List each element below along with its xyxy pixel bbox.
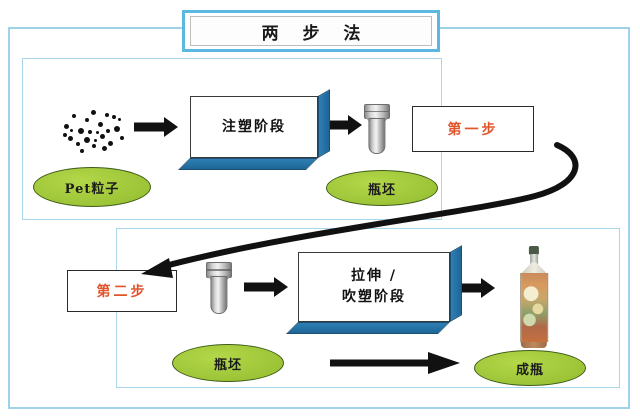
step-one-label: 第一步 — [447, 122, 499, 138]
step-two-label: 第二步 — [96, 284, 148, 300]
pet-pellets-icon — [58, 106, 132, 154]
injection-stage-label: 注塑阶段 — [222, 118, 286, 135]
arrow-blow-to-bottle-icon — [455, 278, 495, 298]
arrow-preform-to-blow-icon — [244, 277, 288, 297]
diagram-title-inner: 两 步 法 — [190, 16, 432, 46]
pet-pellets-label: Pet粒子 — [64, 181, 120, 197]
arrow-pellets-to-injection-icon — [134, 117, 178, 137]
preform-icon-step2 — [206, 262, 232, 314]
blow-stage-label-line1: 拉伸 / — [351, 268, 397, 284]
arrow-preform-to-bottle-long-icon — [330, 352, 460, 374]
finished-bottle-icon — [519, 246, 549, 348]
blow-molding-stage-box: 拉伸 / 吹塑阶段 — [286, 245, 462, 334]
preform-label-step1: 瓶坯 — [367, 182, 396, 198]
preform-label-ellipse-step1: 瓶坯 — [326, 170, 438, 206]
finished-bottle-label: 成瓶 — [515, 362, 544, 378]
pet-pellets-label-ellipse: Pet粒子 — [33, 167, 151, 207]
finished-bottle-label-ellipse: 成瓶 — [474, 350, 586, 386]
preform-label-step2: 瓶坯 — [213, 357, 242, 373]
blow-stage-label-line2: 吹塑阶段 — [342, 289, 406, 305]
step-two-marker: 第二步 — [67, 270, 177, 312]
preform-icon-step1 — [364, 104, 390, 154]
arrow-injection-to-preform-icon — [322, 115, 362, 135]
injection-stage-box: 注塑阶段 — [178, 89, 330, 170]
page-title: 两 步 法 — [261, 23, 370, 44]
step-one-marker: 第一步 — [412, 106, 534, 152]
preform-label-ellipse-step2: 瓶坯 — [172, 344, 284, 382]
diagram-title-box: 两 步 法 — [182, 10, 440, 52]
